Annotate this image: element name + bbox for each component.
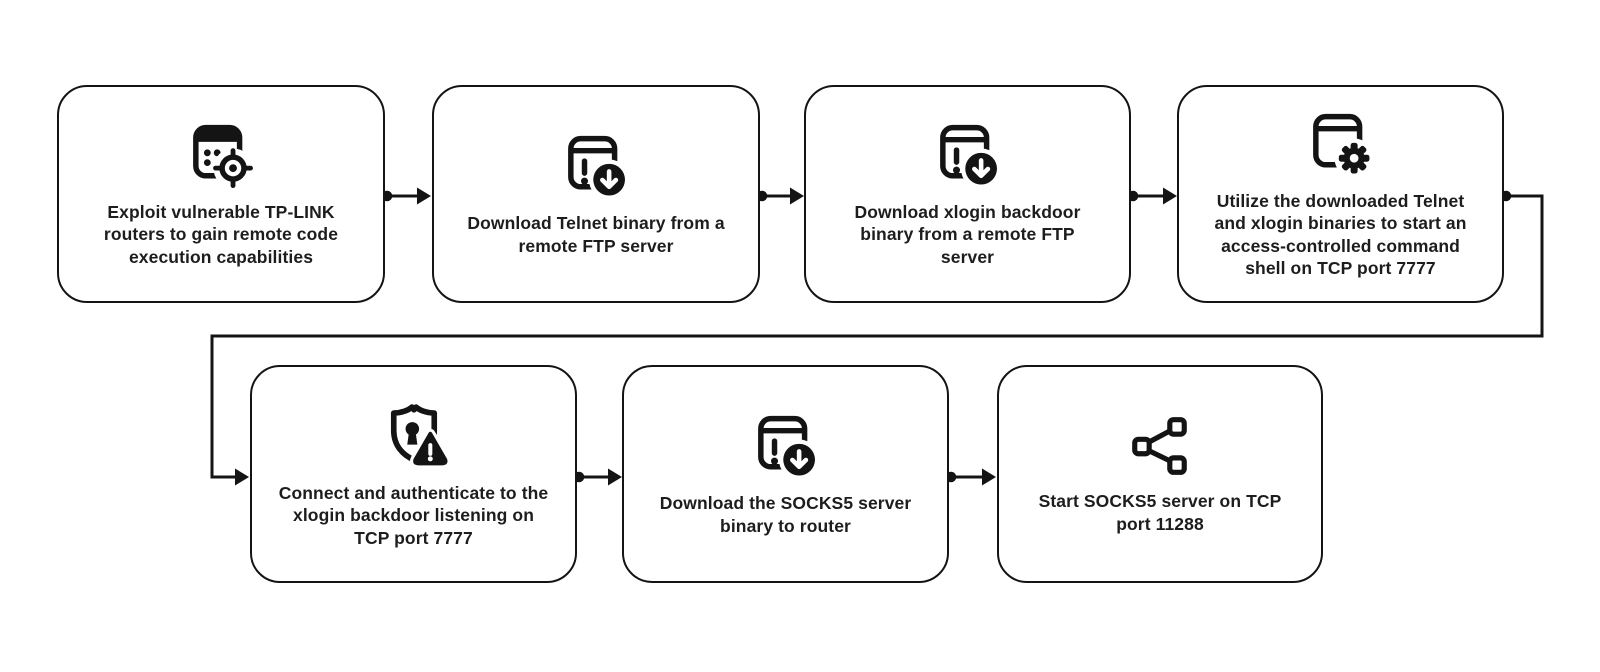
step-box-download-socks5: Download the SOCKS5 server binary to rou…: [622, 365, 949, 583]
app-window-gear-icon: [1306, 109, 1376, 179]
step-label: Exploit vulnerable TP-LINK routers to ga…: [103, 202, 339, 267]
arrow-step2-to-step3: [756, 187, 804, 205]
step-label: Download Telnet binary from a remote FTP…: [467, 213, 725, 256]
step-box-start-socks5: Start SOCKS5 server on TCP port 11288: [997, 365, 1323, 583]
step-box-exploit-routers: Exploit vulnerable TP-LINK routers to ga…: [57, 85, 385, 303]
step-box-download-telnet: Download Telnet binary from a remote FTP…: [432, 85, 760, 303]
step-box-connect-backdoor: Connect and authenticate to the xlogin b…: [250, 365, 577, 583]
shield-keyhole-warning-icon: [378, 399, 450, 471]
step-label: Start SOCKS5 server on TCP port 11288: [1038, 491, 1282, 534]
arrow-step5-to-step6: [573, 468, 622, 486]
step-box-download-xlogin: Download xlogin backdoor binary from a r…: [804, 85, 1131, 303]
step-label: Connect and authenticate to the xlogin b…: [278, 483, 549, 548]
arrow-step1-to-step2: [381, 187, 431, 205]
step-label: Download the SOCKS5 server binary to rou…: [659, 493, 912, 536]
arrow-step6-to-step7: [945, 468, 996, 486]
step-label: Utilize the downloaded Telnet and xlogin…: [1214, 191, 1467, 278]
app-window-target-icon: [186, 120, 256, 190]
app-window-download-icon: [751, 411, 821, 481]
arrow-step3-to-step4: [1127, 187, 1177, 205]
step-label: Download xlogin backdoor binary from a r…: [854, 202, 1081, 267]
app-window-download-icon: [933, 120, 1003, 190]
step-box-start-shell: Utilize the downloaded Telnet and xlogin…: [1177, 85, 1504, 303]
app-window-download-icon: [561, 131, 631, 201]
share-network-icon: [1127, 413, 1193, 479]
